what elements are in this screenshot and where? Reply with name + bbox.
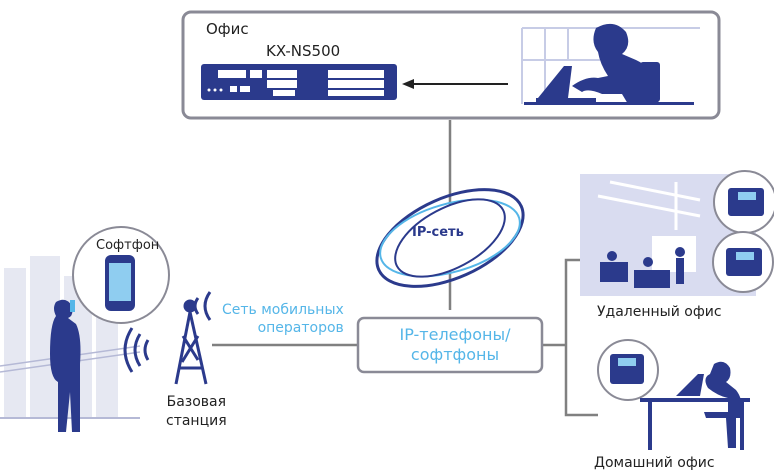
remote-office-label: Удаленный офис xyxy=(597,304,722,320)
ip-phones-box xyxy=(356,316,544,374)
ip-network-label: IP-сеть xyxy=(412,225,464,240)
ip-phones-label: IP-телефоны/ софтфоны xyxy=(380,325,530,365)
home-office-scene xyxy=(597,339,750,450)
base-station-tower-icon xyxy=(174,299,208,385)
remote-phone-bubble-1 xyxy=(713,170,774,234)
ip-phones-line-1: IP-телефоны/ xyxy=(399,325,511,344)
pbx-unit xyxy=(201,64,397,100)
softphone-label: Софтфон xyxy=(96,238,160,253)
mobile-user-scene xyxy=(0,256,141,432)
ip-network-ellipse xyxy=(375,188,525,288)
ip-phones-line-2: софтфоны xyxy=(410,345,500,364)
pbx-model-label: KX-NS500 xyxy=(266,42,341,60)
office-title: Офис xyxy=(206,20,249,38)
remote-phone-bubble-2 xyxy=(712,231,774,293)
base-station-label: Базовая станция xyxy=(166,393,227,431)
softphone-bubble xyxy=(72,226,170,324)
base-station-line-1: Базовая xyxy=(166,394,227,410)
admin-arrow xyxy=(402,79,508,89)
mobile-network-line-2: операторов xyxy=(257,320,344,336)
base-station-line-2: станция xyxy=(166,413,227,429)
mobile-network-label: Сеть мобильных операторов xyxy=(222,301,344,337)
mobile-network-line-1: Сеть мобильных xyxy=(222,302,344,318)
home-office-label: Домашний офис xyxy=(594,455,715,471)
office-operator-scene xyxy=(521,23,700,105)
